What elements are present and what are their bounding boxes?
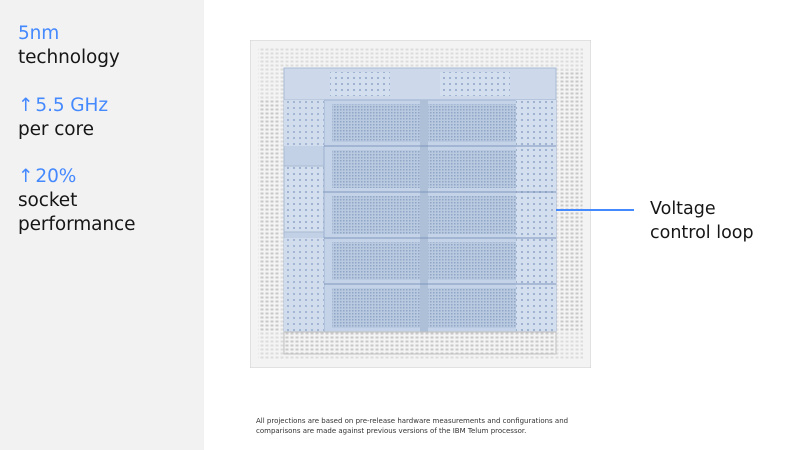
chip-die-drawing [249,39,592,369]
footnote-line-1: All projections are based on pre-release… [256,417,569,425]
callout-leader-line [556,209,634,211]
stat-frequency-value: ↑5.5 GHz [18,95,108,116]
stat-frequency: ↑5.5 GHz per core [18,94,108,142]
stat-performance-label-2: performance [18,214,136,235]
cache-arrays [332,104,516,328]
stat-node-value: 5nm [18,23,60,44]
voltage-control-callout: Voltage control loop [650,197,754,245]
footnote-line-2: comparisons are made against previous ve… [256,427,527,435]
callout-line-2: control loop [650,223,754,243]
up-arrow-icon: ↑ [18,95,34,116]
core-logic-blocks [284,100,556,332]
stat-performance-value: ↑20% [18,166,77,187]
up-arrow-icon: ↑ [18,166,34,187]
footnote: All projections are based on pre-release… [256,416,596,436]
stats-sidebar: 5nm technology ↑5.5 GHz per core ↑20% so… [0,0,204,450]
stat-socket-performance: ↑20% socket performance [18,165,135,237]
stat-performance-label-1: socket [18,190,78,211]
stat-node-label: technology [18,47,120,68]
chip-die-image [249,39,592,369]
stat-node-technology: 5nm technology [18,22,120,70]
stat-frequency-label: per core [18,119,94,140]
callout-line-1: Voltage [650,199,716,219]
